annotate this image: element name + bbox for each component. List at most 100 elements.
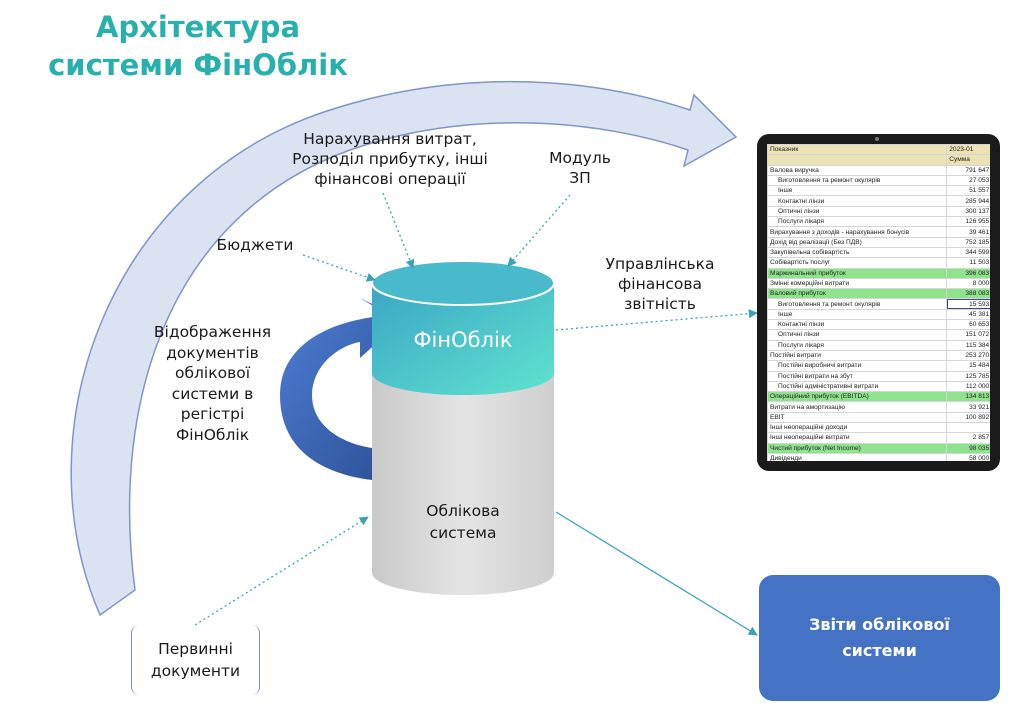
accruals-label: Нарахування витрат, Розподіл прибутку, і… xyxy=(292,130,488,188)
row-label: Виготовлення та ремонт окулярів xyxy=(767,174,948,187)
title-line-2: системи ФінОблік xyxy=(48,48,348,82)
row-label: Оптичні лінзи xyxy=(767,329,948,341)
row-value: 27 053 xyxy=(946,174,990,187)
row-value: 51 557 xyxy=(946,185,990,197)
management-reporting-label: Управлінська фінансова звітність xyxy=(605,255,715,313)
row-value: 134 813 xyxy=(946,391,990,403)
row-label: Маржинальний прибуток xyxy=(767,267,948,279)
accounting-reports-box: Звіти облікової системи xyxy=(759,575,1000,701)
row-value: 60 653 xyxy=(946,319,990,331)
row-label: Інше xyxy=(767,185,948,197)
tablet-device: Показник 2023-01 Сумма С Валова виручка7… xyxy=(757,134,1000,471)
row-label: Інше xyxy=(767,308,948,321)
row-value: 791 647 xyxy=(946,164,990,176)
row-label: Послуги лікаря xyxy=(767,339,948,351)
mapping-label: Відображення документів облікової систем… xyxy=(153,323,272,444)
row-label: Дохід від реалізації (Без ПДВ) xyxy=(767,236,948,248)
row-value: 285 944 xyxy=(946,195,990,207)
row-label: Виготовлення та ремонт окулярів xyxy=(767,298,948,310)
row-label: Інші неопераційні доходи xyxy=(767,422,948,434)
finoblik-label: ФінОблік xyxy=(413,328,513,352)
reports-box-line-2: системи xyxy=(842,641,917,660)
row-label: Чистий прибуток (Net Income) xyxy=(767,442,948,454)
table-row: Вирахування з доходів - нарахування бону… xyxy=(767,226,990,238)
row-label: Постійні виробничі витрати xyxy=(767,360,948,372)
row-value: 300 137 xyxy=(946,205,990,218)
big-arc-arrow xyxy=(70,80,738,617)
header-indicator: Показник xyxy=(767,144,948,156)
row-value: 15 484 xyxy=(946,360,990,372)
row-value: 151 072 xyxy=(946,329,990,341)
header-sum: Сумма xyxy=(946,154,990,166)
mapping-arrow xyxy=(280,298,400,480)
row-value: 125 785 xyxy=(946,370,990,382)
row-value: 100 892 xyxy=(946,411,990,424)
row-value: 15 593 xyxy=(946,298,990,310)
row-label: Вирахування з доходів - нарахування бону… xyxy=(767,226,948,238)
row-value: 396 083 xyxy=(946,267,990,279)
row-label: Контактні лінзи xyxy=(767,319,948,331)
table-row: Операційний прибуток (EBITDA)134 813 xyxy=(767,391,990,403)
table-row: Чистий прибуток (Net Income)98 035 xyxy=(767,442,990,454)
row-label: Постійні адміністративні витрати xyxy=(767,380,948,393)
row-value: 58 000 xyxy=(946,452,990,461)
connector-payroll xyxy=(507,194,571,267)
accounting-system-label: Облікова система xyxy=(426,502,500,542)
row-value: 11 503 xyxy=(946,257,990,269)
row-label: Витрати на амортизацію xyxy=(767,401,948,413)
cylinder-top xyxy=(371,260,555,306)
camera-dot xyxy=(875,137,879,141)
row-label: Закупівельна собівартість xyxy=(767,246,948,259)
row-value: 2 857 xyxy=(946,432,990,444)
row-label: EBIT xyxy=(767,411,948,424)
header-period: 2023-01 xyxy=(946,144,990,156)
connector-reports-box xyxy=(555,511,758,636)
connector-accruals xyxy=(382,192,415,269)
management-report-table: Показник 2023-01 Сумма С Валова виручка7… xyxy=(767,144,990,461)
table-row: Інші неопераційні доходи xyxy=(767,422,990,434)
row-value: 39 461 xyxy=(946,226,990,238)
table-row: Дохід від реалізації (Без ПДВ)752 185 xyxy=(767,236,990,248)
row-value: 45 381 xyxy=(946,308,990,321)
row-value xyxy=(946,422,990,434)
row-value: 115 384 xyxy=(946,339,990,351)
diagram-title: Архітектура системи ФінОблік xyxy=(18,8,378,84)
report-header-row: Показник 2023-01 xyxy=(767,144,990,156)
row-label: Дивіденди xyxy=(767,452,948,461)
payroll-module-label: Модуль ЗП xyxy=(549,149,611,187)
row-label: Валова виручка xyxy=(767,164,948,176)
row-label: Постійні витрати xyxy=(767,349,948,362)
reports-box-line-1: Звіти облікової xyxy=(809,615,950,634)
report-subheader-row: Сумма С xyxy=(767,154,990,166)
row-label: Постійні витрати на збут xyxy=(767,370,948,382)
row-value: 388 083 xyxy=(946,288,990,300)
row-label: Операційний прибуток (EBITDA) xyxy=(767,391,948,403)
row-value: 33 921 xyxy=(946,401,990,413)
row-label: Послуги лікаря xyxy=(767,216,948,228)
row-value: 112 000 xyxy=(946,380,990,393)
row-value: 8 000 xyxy=(946,277,990,290)
row-value: 344 599 xyxy=(946,246,990,259)
row-label: Собівартість послуг xyxy=(767,257,948,269)
row-value: 126 955 xyxy=(946,216,990,228)
connector-budgets xyxy=(302,254,376,282)
report-screen: Показник 2023-01 Сумма С Валова виручка7… xyxy=(767,144,990,461)
